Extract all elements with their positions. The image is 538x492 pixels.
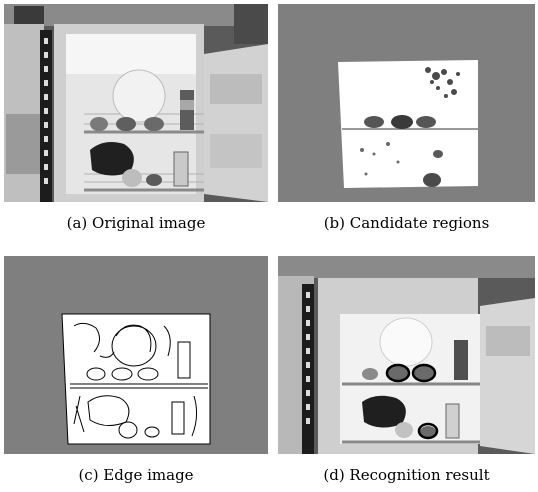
edge-image xyxy=(4,256,268,454)
caption-edge-image: (c) Edge image xyxy=(78,466,194,484)
panel-edge-image xyxy=(4,256,268,454)
recognition-result-image xyxy=(278,256,535,454)
panel-candidate-regions xyxy=(278,4,535,202)
panel-original-image xyxy=(4,4,268,202)
original-image xyxy=(4,4,268,202)
candidate-regions-image xyxy=(278,4,535,202)
caption-recognition-result: (d) Recognition result xyxy=(323,466,490,484)
caption-candidate-regions: (b) Candidate regions xyxy=(323,214,490,232)
panel-recognition-result xyxy=(278,256,535,454)
caption-original-image: (a) Original image xyxy=(66,214,206,232)
